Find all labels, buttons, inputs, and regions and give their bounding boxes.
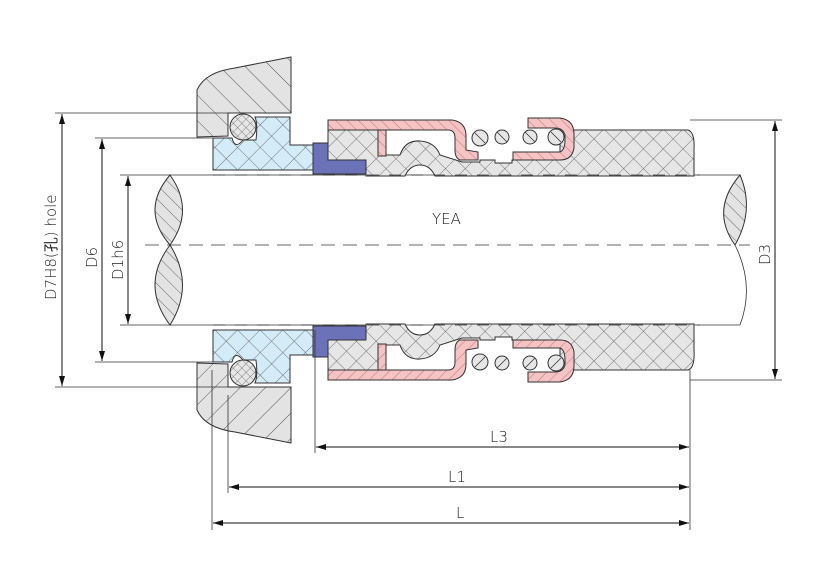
lower-half	[196, 323, 695, 444]
label-l1: L1	[448, 468, 466, 486]
label-d6: D6	[83, 247, 101, 268]
label-l3: L3	[490, 428, 508, 446]
shaft-break-right	[723, 174, 747, 246]
label-d1h6: D1h6	[109, 240, 127, 280]
label-yea: YEA	[432, 210, 461, 228]
shaft-break-left	[154, 174, 183, 326]
label-l: L	[456, 504, 464, 522]
label-d7h8-hole: D7H8(孔) hole	[42, 195, 60, 300]
upper-half	[196, 56, 695, 177]
shaft	[145, 174, 750, 326]
label-d3: D3	[756, 244, 774, 265]
